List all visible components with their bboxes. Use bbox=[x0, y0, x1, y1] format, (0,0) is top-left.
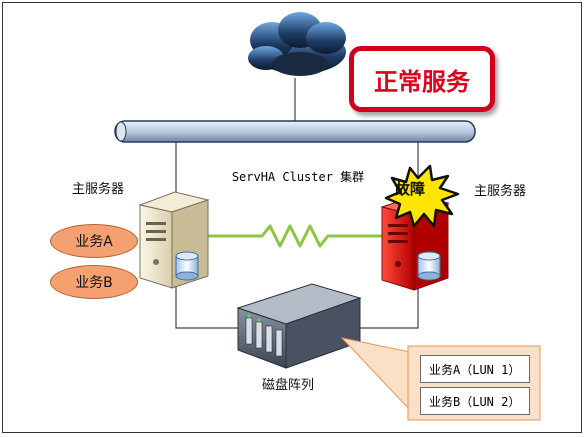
network-bus bbox=[114, 120, 476, 143]
connection-lines bbox=[175, 78, 419, 329]
cloud-icon bbox=[248, 12, 346, 76]
primary-server-label: 主服务器 bbox=[72, 182, 125, 197]
heartbeat-link bbox=[205, 224, 388, 248]
status-banner: 正常服务 bbox=[349, 46, 495, 112]
callout-pointer bbox=[340, 337, 411, 412]
cluster-label: ServHA Cluster 集群 bbox=[228, 162, 368, 190]
lun-2-label: 业务B（LUN 2） bbox=[420, 387, 530, 415]
fault-burst-icon bbox=[384, 164, 460, 228]
secondary-server-label: 主服务器 bbox=[474, 184, 527, 199]
lun-1-label: 业务A（LUN 1） bbox=[420, 355, 530, 383]
disk-icon bbox=[417, 251, 441, 281]
service-b-oval: 业务B bbox=[50, 265, 138, 299]
service-a-oval: 业务A bbox=[50, 224, 138, 258]
fault-label: 故障 bbox=[394, 180, 425, 198]
storage-array-icon bbox=[236, 283, 362, 369]
storage-label: 磁盘阵列 bbox=[262, 378, 315, 393]
disk-icon bbox=[175, 251, 199, 281]
